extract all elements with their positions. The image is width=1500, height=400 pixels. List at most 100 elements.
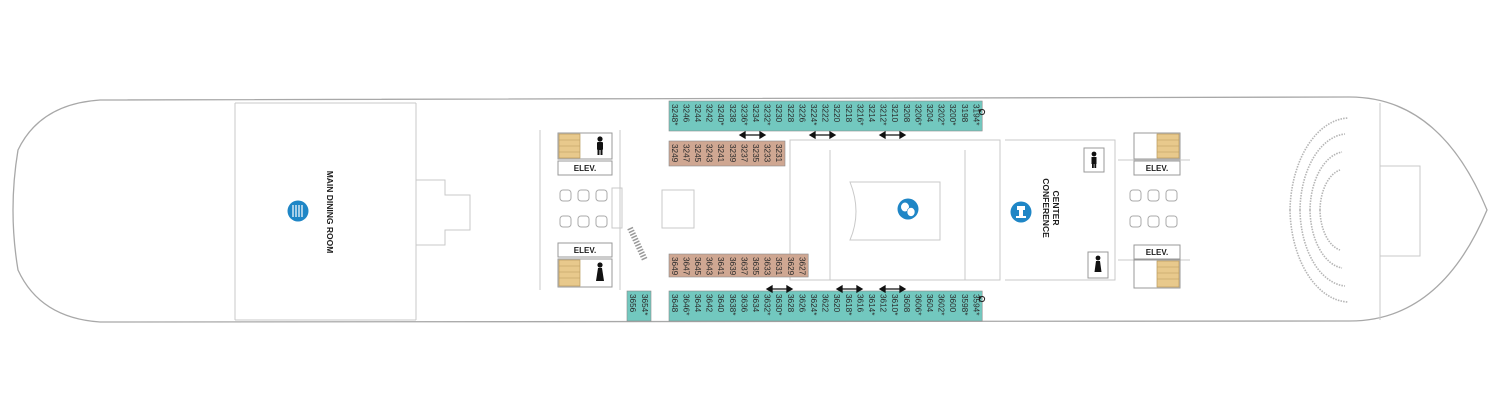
cabin-number[interactable]: 3626 (797, 294, 806, 313)
cabin-number[interactable]: 3608 (902, 294, 911, 313)
cabin-number[interactable]: 3206* (913, 104, 922, 126)
cabin-number[interactable]: 3222 (821, 104, 830, 123)
cabin-number[interactable]: 3602* (937, 294, 946, 316)
cabin-number[interactable]: 3226 (797, 104, 806, 123)
person-icon (596, 262, 604, 281)
cabin-number[interactable]: 3610* (890, 294, 899, 316)
ship-hull (12, 96, 1488, 323)
podium-icon (1010, 201, 1032, 223)
cabin-number[interactable]: 3631 (774, 257, 783, 276)
cabin-number[interactable]: 3630* (774, 294, 783, 316)
connecting-arrows (738, 130, 907, 294)
cabin-number[interactable]: 3647 (681, 257, 690, 276)
cabin-number[interactable]: 3632* (763, 294, 772, 316)
cabin-number[interactable]: 3638* (728, 294, 737, 316)
cabin-number[interactable]: 3214 (867, 104, 876, 123)
cabin-number[interactable]: 3640 (716, 294, 725, 313)
cabin-number[interactable]: 3244 (693, 104, 702, 123)
cabin-number[interactable]: 3641 (716, 257, 725, 276)
cabin-number[interactable]: 3600 (948, 294, 957, 313)
cabin-number[interactable]: 3654* (640, 294, 649, 316)
cabin-number[interactable]: 3645 (693, 257, 702, 276)
cabin-number[interactable]: 3612 (879, 294, 888, 313)
cabin-number[interactable]: 3212* (879, 104, 888, 126)
cabin-number[interactable]: 3239 (728, 144, 737, 163)
cabin-number[interactable]: 3240* (716, 104, 725, 126)
cabin-number[interactable]: 3634 (751, 294, 760, 313)
cabin-number[interactable]: 3628 (786, 294, 795, 313)
cabin-number[interactable]: 3204 (925, 104, 934, 123)
cabin-number[interactable]: 3200* (948, 104, 957, 126)
cabin-number[interactable]: 3620 (832, 294, 841, 313)
elevator-cars (559, 189, 1178, 228)
cabin-number[interactable]: 3246 (681, 104, 690, 123)
cabin-number[interactable]: 3594* (971, 294, 980, 316)
cabin-number[interactable]: 3247 (681, 144, 690, 163)
cabin-number[interactable]: 3218 (844, 104, 853, 123)
cabin-number[interactable]: 3235 (751, 144, 760, 163)
elevator-bank-fwd-top (1133, 132, 1181, 176)
conference-label-line2: CENTER (1051, 191, 1061, 226)
cabin-number[interactable]: 3236* (739, 104, 748, 126)
cabin-number[interactable]: 3644 (693, 294, 702, 313)
cabin-number[interactable]: 3210 (890, 104, 899, 123)
cabin-number[interactable]: 3208 (902, 104, 911, 123)
cabin-number[interactable]: 3618* (844, 294, 853, 316)
cabin-number[interactable]: 3248* (670, 104, 679, 126)
cabin-number[interactable]: 3202* (937, 104, 946, 126)
cabin-number[interactable]: 3243 (705, 144, 714, 163)
cabin-number[interactable]: 3228 (786, 104, 795, 123)
cabin-block-background (668, 290, 983, 322)
elevator-label: ELEV. (1146, 164, 1168, 173)
cabin-number[interactable]: 3627 (797, 257, 806, 276)
cabin-number[interactable]: 3237 (739, 144, 748, 163)
elevator-bank-fwd-bottom (1133, 244, 1181, 289)
cabin-number[interactable]: 3238 (728, 104, 737, 123)
cabin-number[interactable]: 3646* (681, 294, 690, 316)
cabin-number[interactable]: 3232* (763, 104, 772, 126)
cabin-number[interactable]: 3220 (832, 104, 841, 123)
person-icon (597, 136, 603, 155)
cabin-number[interactable]: 3606* (913, 294, 922, 316)
cabin-number[interactable]: 3230 (774, 104, 783, 123)
cabin-number[interactable]: 3614* (867, 294, 876, 316)
person-icon (1087, 251, 1109, 279)
cabin-number[interactable]: 3242 (705, 104, 714, 123)
cabin-number[interactable]: 3241 (716, 144, 725, 163)
cabin-number[interactable]: 3656 (628, 294, 637, 313)
elevator-label: ELEV. (574, 164, 596, 173)
cabin-number[interactable]: 3198 (960, 104, 969, 123)
cabin-number[interactable]: 3633 (763, 257, 772, 276)
cabin-number[interactable]: 3245 (693, 144, 702, 163)
cabin-number[interactable]: 3649 (670, 257, 679, 276)
double-arrow-icon (878, 284, 907, 294)
cabin-number[interactable]: 3616 (855, 294, 864, 313)
double-arrow-icon (738, 130, 767, 140)
cabin-number[interactable]: 3194* (971, 104, 980, 126)
cabin-number[interactable]: 3233 (763, 144, 772, 163)
cabin-number[interactable]: 3249 (670, 144, 679, 163)
cabin-number[interactable]: 3598* (960, 294, 969, 316)
cabin-number[interactable]: 3216* (855, 104, 864, 126)
cabin-number[interactable]: 3643 (705, 257, 714, 276)
cabin-number[interactable]: 3637 (739, 257, 748, 276)
cabin-number[interactable]: 3639 (728, 257, 737, 276)
cabin-number[interactable]: 3624* (809, 294, 818, 316)
cabin-number[interactable]: 3224* (809, 104, 818, 126)
cabin-number[interactable]: 3636 (739, 294, 748, 313)
cabin-number[interactable]: 3234 (751, 104, 760, 123)
cabin-number[interactable]: 3642 (705, 294, 714, 313)
cabin-number[interactable]: 3629 (786, 257, 795, 276)
cabin-number[interactable]: 3622 (821, 294, 830, 313)
cabin-number[interactable]: 3231 (774, 144, 783, 163)
fork-knife-icon (287, 200, 309, 222)
main-dining-room-label: MAIN DINING ROOM (325, 171, 335, 254)
cabin-number[interactable]: 3604 (925, 294, 934, 313)
cabin-number[interactable]: 3648 (670, 294, 679, 313)
cabin-block-background (626, 290, 652, 322)
cabin-number[interactable]: 3635 (751, 257, 760, 276)
